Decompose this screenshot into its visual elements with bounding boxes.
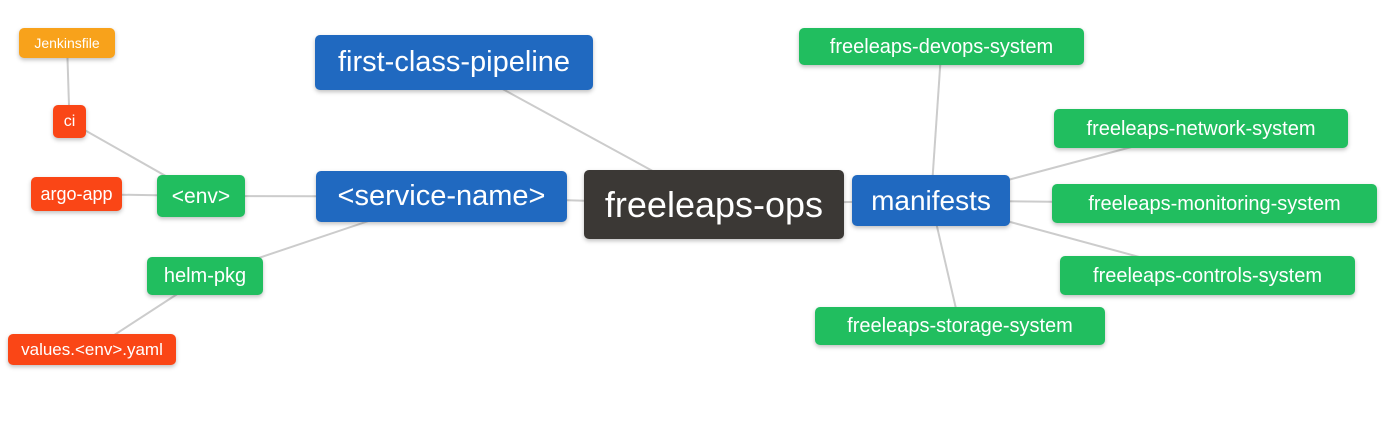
edge-manifests-devops	[930, 46, 943, 201]
node-env[interactable]: <env>	[157, 175, 245, 217]
node-freeleaps-network-system[interactable]: freeleaps-network-system	[1054, 109, 1348, 148]
node-freeleaps-storage-system[interactable]: freeleaps-storage-system	[815, 307, 1105, 345]
node-jenkinsfile[interactable]: Jenkinsfile	[19, 28, 115, 58]
node-service-name[interactable]: <service-name>	[316, 171, 567, 222]
node-manifests[interactable]: manifests	[852, 175, 1010, 226]
node-ci[interactable]: ci	[53, 105, 86, 138]
node-freeleaps-monitoring-system[interactable]: freeleaps-monitoring-system	[1052, 184, 1377, 223]
node-values-env-yaml[interactable]: values.<env>.yaml	[8, 334, 176, 365]
node-first-class-pipeline[interactable]: first-class-pipeline	[315, 35, 593, 90]
node-freeleaps-controls-system[interactable]: freeleaps-controls-system	[1060, 256, 1355, 295]
node-helm-pkg[interactable]: helm-pkg	[147, 257, 263, 295]
node-argo-app[interactable]: argo-app	[31, 177, 122, 211]
node-freeleaps-ops[interactable]: freeleaps-ops	[584, 170, 844, 239]
node-freeleaps-devops-system[interactable]: freeleaps-devops-system	[799, 28, 1084, 65]
